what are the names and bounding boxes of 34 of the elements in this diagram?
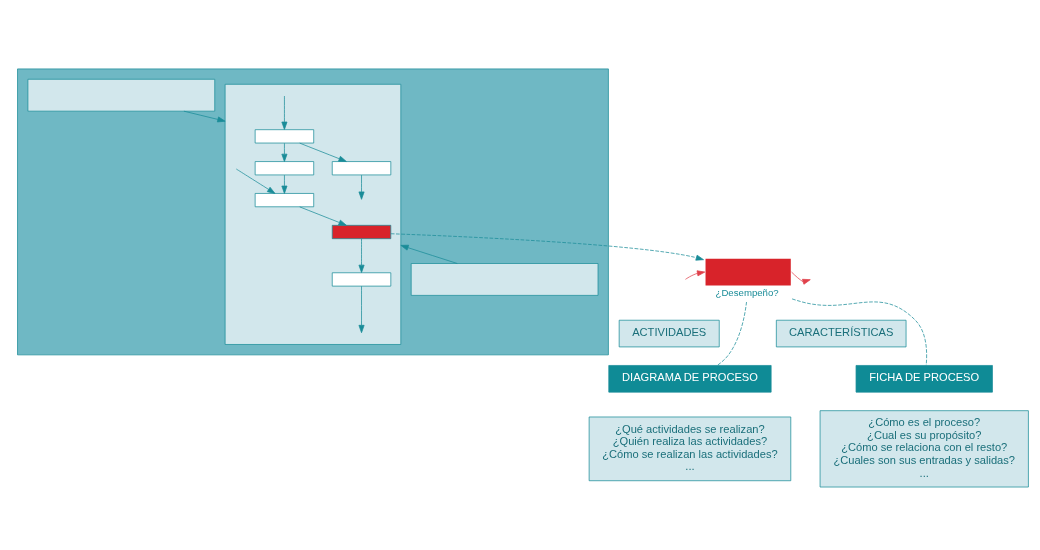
arrow: [358, 174, 365, 200]
arrow: [358, 285, 365, 334]
arrow: [685, 270, 706, 280]
node-box: [331, 224, 392, 240]
arrow: [791, 271, 811, 285]
cluster: [224, 83, 402, 345]
node-box: [254, 193, 315, 208]
node-box: [331, 272, 392, 287]
connector: [716, 301, 747, 366]
arrow: [299, 206, 347, 226]
arrow: [183, 110, 226, 123]
node-box: ¿Cómo es el proceso? ¿Cual es su propósito? ¿Cómo se relaciona con el resto? ¿Cuales son sus entradas y salidas? ...: [819, 410, 1029, 488]
connector: [791, 298, 927, 366]
node-box: [254, 161, 315, 176]
node-box: [331, 161, 392, 176]
node-box: DIAGRAMA DE PROCESO: [608, 365, 772, 393]
node-box: [705, 258, 791, 286]
node-label: ¿Desempeño?: [715, 287, 779, 299]
node-box: [254, 129, 315, 144]
arrow: [358, 238, 365, 273]
node-box: [27, 78, 216, 112]
cluster: [17, 68, 609, 356]
arrow: [299, 142, 347, 162]
node-box: FICHA DE PROCESO: [855, 365, 993, 393]
arrow: [235, 168, 276, 194]
node-box: CARACTERÍSTICAS: [775, 319, 907, 348]
arrow: [281, 142, 288, 162]
node-box: ¿Qué actividades se realizan? ¿Quién realiza las actividades? ¿Cómo se realizan las actividades? ...: [588, 416, 792, 482]
arrow: [400, 244, 458, 264]
node-box: ACTIVIDADES: [618, 319, 720, 348]
arrow: [390, 233, 704, 261]
arrow: [281, 95, 288, 130]
arrow: [281, 174, 288, 194]
node-box: [410, 263, 599, 296]
